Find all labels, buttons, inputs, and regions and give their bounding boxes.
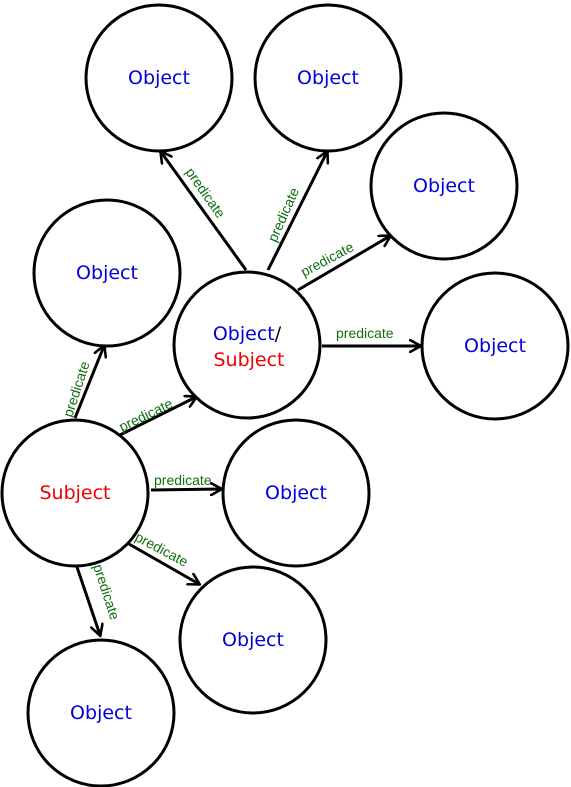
nodes: Object Object Object Object Object/ Subj… [0,3,570,787]
node-subject: Subject [0,418,150,568]
node-circle [253,3,403,153]
predicate-label: predicate [90,562,123,622]
node-circle [0,418,150,568]
edge-hub-to-object-right: predicate [322,325,420,346]
edge-line [117,397,196,438]
node-label-object-subject: Object/ [213,323,282,345]
node-label: Object [464,335,526,357]
edge-line [75,566,100,635]
node-label: Object [76,262,138,284]
node-circle [369,111,519,261]
node-circle [26,638,176,787]
edge-subject-to-object-lower-middle: predicate [128,529,199,584]
hub-separator: / [275,323,282,345]
edge-subject-to-object-left-top: predicate [60,346,104,419]
node-label: Object [413,175,475,197]
node-object-bottom-left: Object [26,638,176,787]
node-circle [420,271,570,421]
edge-subject-to-object-bottom-left: predicate [75,562,123,635]
node-label: Object [297,67,359,89]
edge-line [150,489,221,490]
node-circle [172,270,322,420]
node-object-top-middle: Object [253,3,403,153]
edge-line [297,236,390,292]
predicate-label: predicate [154,472,212,488]
hub-object-label: Object [213,323,275,345]
node-object-right: Object [420,271,570,421]
predicate-label: predicate [116,395,175,435]
node-object-middle: Object [221,418,371,568]
node-hub: Object/ Subject [172,270,322,420]
edge-line [161,152,248,271]
node-object-left-top: Object [32,198,182,348]
node-object-right-upper: Object [369,111,519,261]
edge-line [128,542,199,584]
node-circle [178,565,328,715]
node-label: Object [70,702,132,724]
node-label: Subject [39,482,110,504]
node-circle [84,3,234,153]
edge-hub-to-object-top-middle: predicate [264,152,327,271]
predicate-label: predicate [336,325,394,341]
edge-subject-to-object-middle: predicate [150,472,221,490]
edge-line [266,152,327,271]
edge-line [73,346,104,419]
node-label: Object [265,482,327,504]
node-circle [32,198,182,348]
node-label: Object [222,629,284,651]
edge-hub-to-object-right-upper: predicate [297,236,390,292]
node-object-top-left: Object [84,3,234,153]
node-circle [221,418,371,568]
hub-subject-label: Subject [213,349,284,371]
node-object-lower-middle: Object [178,565,328,715]
edge-subject-to-hub: predicate [116,395,196,438]
node-label: Object [128,67,190,89]
